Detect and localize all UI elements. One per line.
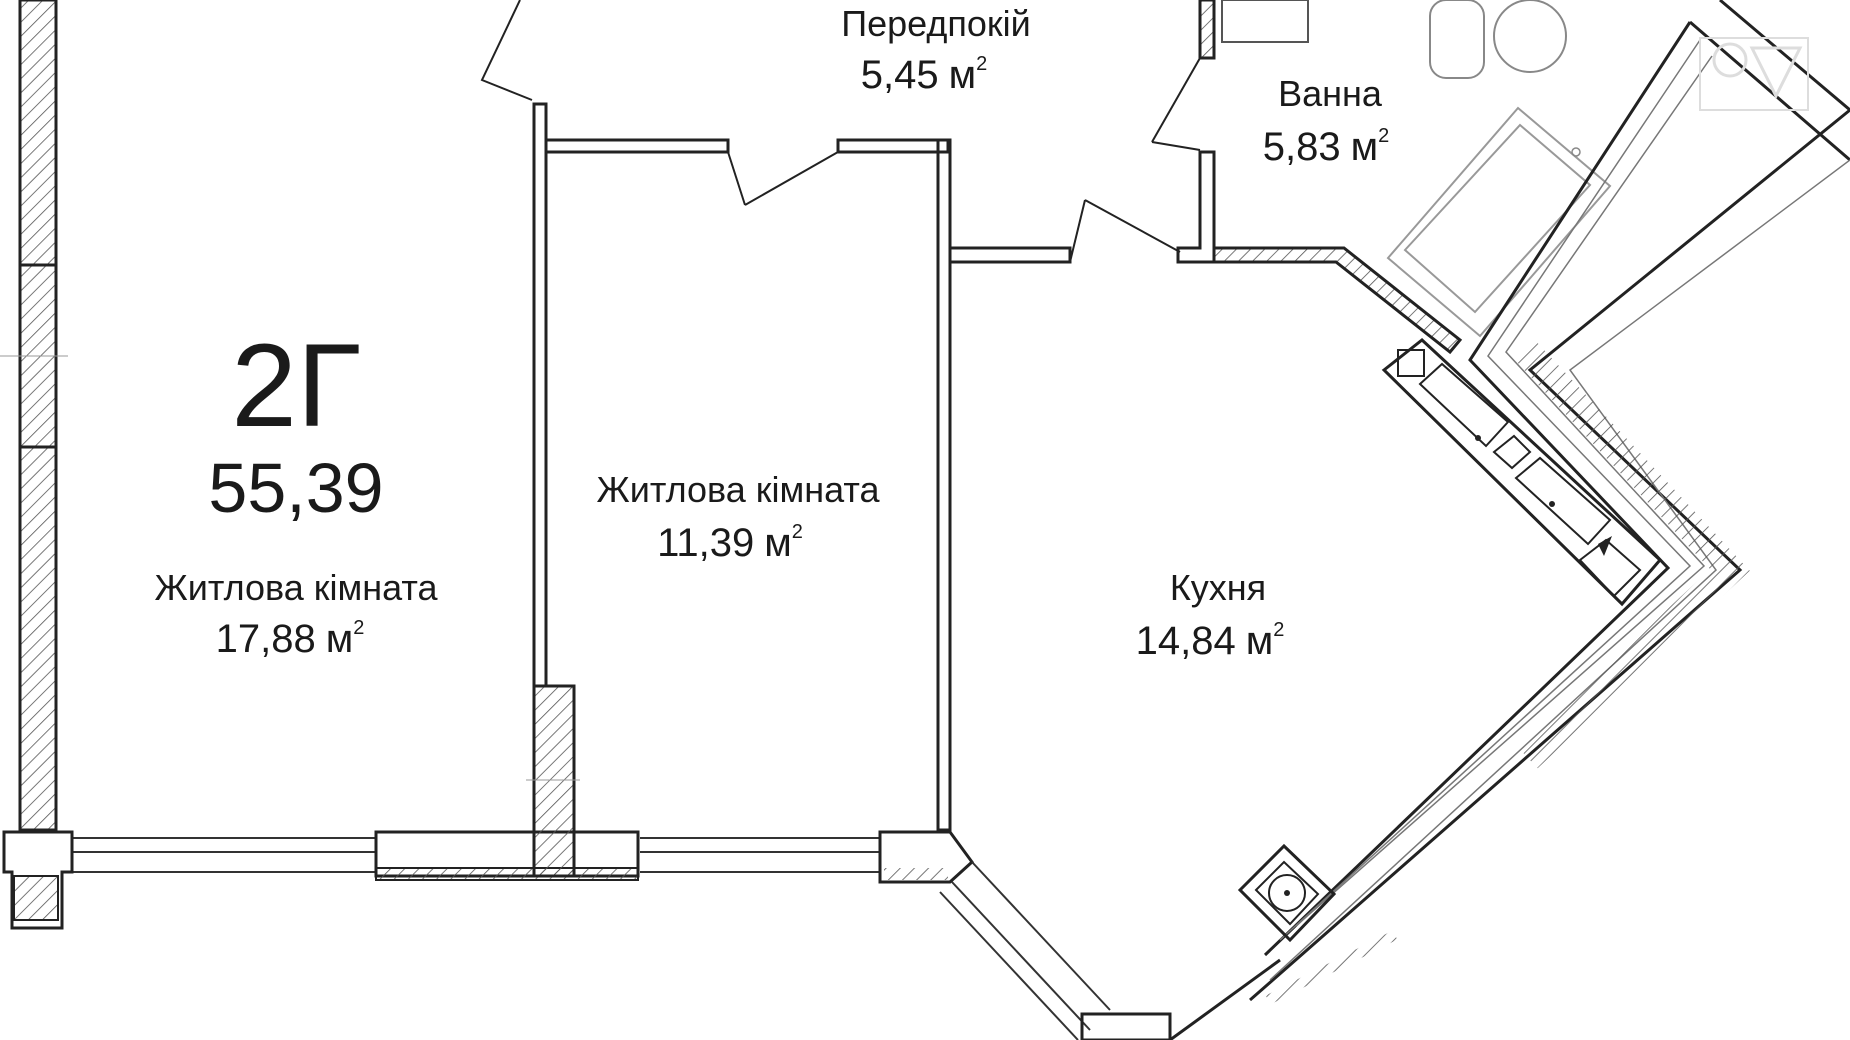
- area-unit-power: 2: [353, 617, 364, 639]
- room-name: Ванна: [1278, 73, 1383, 114]
- partition-left: [526, 102, 580, 878]
- area-unit: м: [949, 53, 977, 97]
- area-unit: м: [1246, 619, 1274, 663]
- apartment-total-area: 55,39: [208, 449, 383, 527]
- room-area-value: 17,88: [216, 617, 316, 661]
- right-exterior-wall: [1249, 0, 1850, 1005]
- room-name: Кухня: [1170, 567, 1266, 608]
- room-area-value: 11,39: [657, 521, 754, 565]
- area-unit-power: 2: [976, 53, 987, 75]
- apartment-code: 2Г: [231, 320, 361, 452]
- area-unit-power: 2: [1273, 619, 1284, 641]
- vent-shaft: [1237, 843, 1337, 943]
- compass-logo-icon: [1699, 37, 1809, 111]
- area-unit-power: 2: [792, 521, 803, 543]
- room-name: Житлова кімната: [155, 567, 439, 608]
- room-area-value: 5,83: [1263, 125, 1341, 169]
- bottom-window-wall: [72, 837, 880, 873]
- room-name: Передпокій: [841, 3, 1031, 44]
- room-area-value: 14,84: [1136, 619, 1236, 663]
- left-exterior-wall: [0, 0, 68, 832]
- room-name: Житлова кімната: [597, 469, 881, 510]
- living-small-walls: [544, 138, 952, 832]
- kitchen-counter: [1381, 338, 1663, 607]
- column-bottom-left: [2, 830, 74, 930]
- kitchen-window: [939, 861, 1281, 1040]
- bottom-wall-segment: [374, 830, 640, 881]
- bath-walls: [1151, 0, 1463, 355]
- apartment-label: 2Г 55,39: [208, 320, 383, 527]
- area-unit-power: 2: [1378, 125, 1389, 147]
- room-area-value: 5,45: [861, 53, 939, 97]
- bath-fixtures: [1386, 0, 1612, 338]
- area-unit: м: [1351, 125, 1379, 169]
- area-unit: м: [326, 617, 354, 661]
- area-unit: м: [764, 521, 792, 565]
- hall-walls: [480, 0, 1181, 264]
- column-bottom-right: [878, 830, 975, 884]
